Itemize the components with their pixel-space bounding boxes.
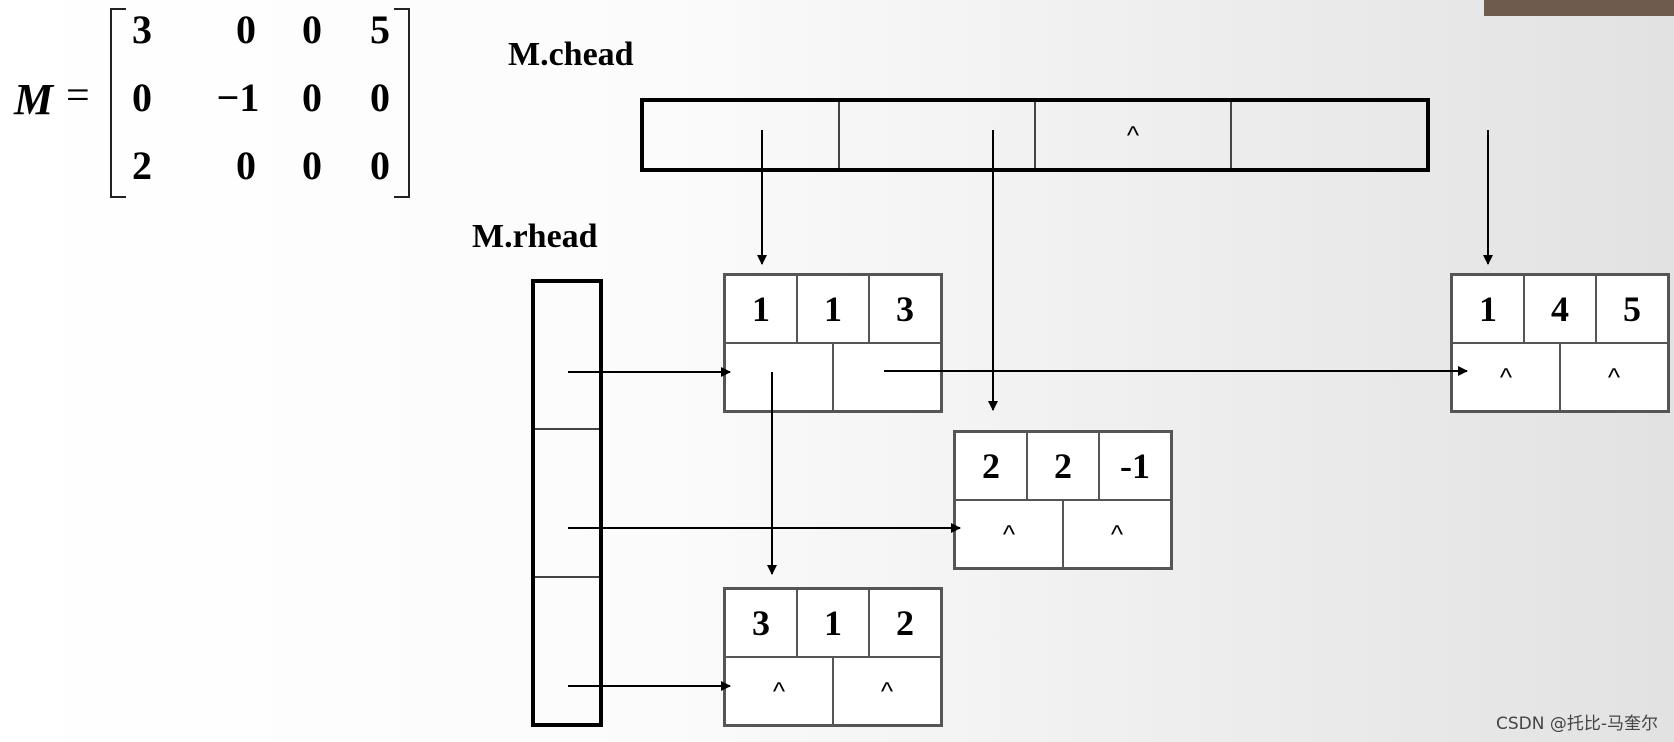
- node-down-pointer: ^: [956, 501, 1064, 567]
- node-value-field: 2: [896, 603, 914, 643]
- matrix-cell: 2: [132, 143, 152, 188]
- matrix-left-bracket: [110, 8, 126, 198]
- chead-cell: [840, 102, 1036, 168]
- node-right-pointer: ^: [880, 675, 894, 706]
- node-value-field: -1: [1120, 446, 1150, 486]
- rhead-cell: [535, 283, 599, 431]
- node-col-field: 2: [1028, 433, 1100, 499]
- matrix-cell: −1: [216, 75, 260, 120]
- row-head-array: [531, 279, 603, 727]
- matrix-right-bracket: [394, 8, 410, 198]
- matrix-cell: 0: [302, 143, 322, 188]
- node-right-pointer: ^: [1607, 361, 1621, 392]
- chead-cell: ^: [1036, 102, 1232, 168]
- chead-cell: [644, 102, 840, 168]
- node-3-1-2: 3 1 2 ^ ^: [723, 587, 943, 727]
- node-value-field: 5: [1623, 289, 1641, 329]
- matrix-variable: M: [14, 75, 54, 124]
- video-overlay-corner: [1484, 0, 1674, 16]
- rhead-cell: [535, 430, 599, 578]
- chead-label: M.chead: [508, 36, 634, 73]
- node-col-field: 1: [798, 276, 870, 342]
- matrix-cell: 0: [132, 75, 152, 120]
- node-col-field: 1: [798, 590, 870, 656]
- node-col-field: 4: [1525, 276, 1597, 342]
- matrix-cell: 0: [302, 7, 322, 52]
- matrix-cell: 0: [302, 75, 322, 120]
- matrix-cell: 0: [370, 75, 390, 120]
- node-down-pointer: [726, 344, 834, 410]
- matrix-cell: 3: [132, 7, 152, 52]
- node-row-field: 1: [1453, 276, 1525, 342]
- matrix-cell: 0: [370, 143, 390, 188]
- node-2-2-neg1: 2 2 -1 ^ ^: [953, 430, 1173, 570]
- node-row-field: 2: [956, 433, 1028, 499]
- node-right-pointer: ^: [1110, 518, 1124, 549]
- node-row-field: 1: [726, 276, 798, 342]
- node-1-1-3: 1 1 3: [723, 273, 943, 413]
- node-down-pointer: ^: [726, 658, 834, 724]
- node-row-field: 3: [726, 590, 798, 656]
- matrix-equals: =: [66, 73, 90, 119]
- node-value-field: 3: [896, 289, 914, 329]
- rhead-label: M.rhead: [472, 218, 598, 255]
- node-down-pointer: ^: [1453, 344, 1561, 410]
- matrix-cell: 0: [236, 7, 256, 52]
- matrix-cell: 0: [236, 143, 256, 188]
- watermark: CSDN @托比-马奎尔: [1495, 714, 1658, 734]
- node-1-4-5: 1 4 5 ^ ^: [1450, 273, 1670, 413]
- matrix-cell: 5: [370, 7, 390, 52]
- column-head-array: ^: [640, 98, 1430, 172]
